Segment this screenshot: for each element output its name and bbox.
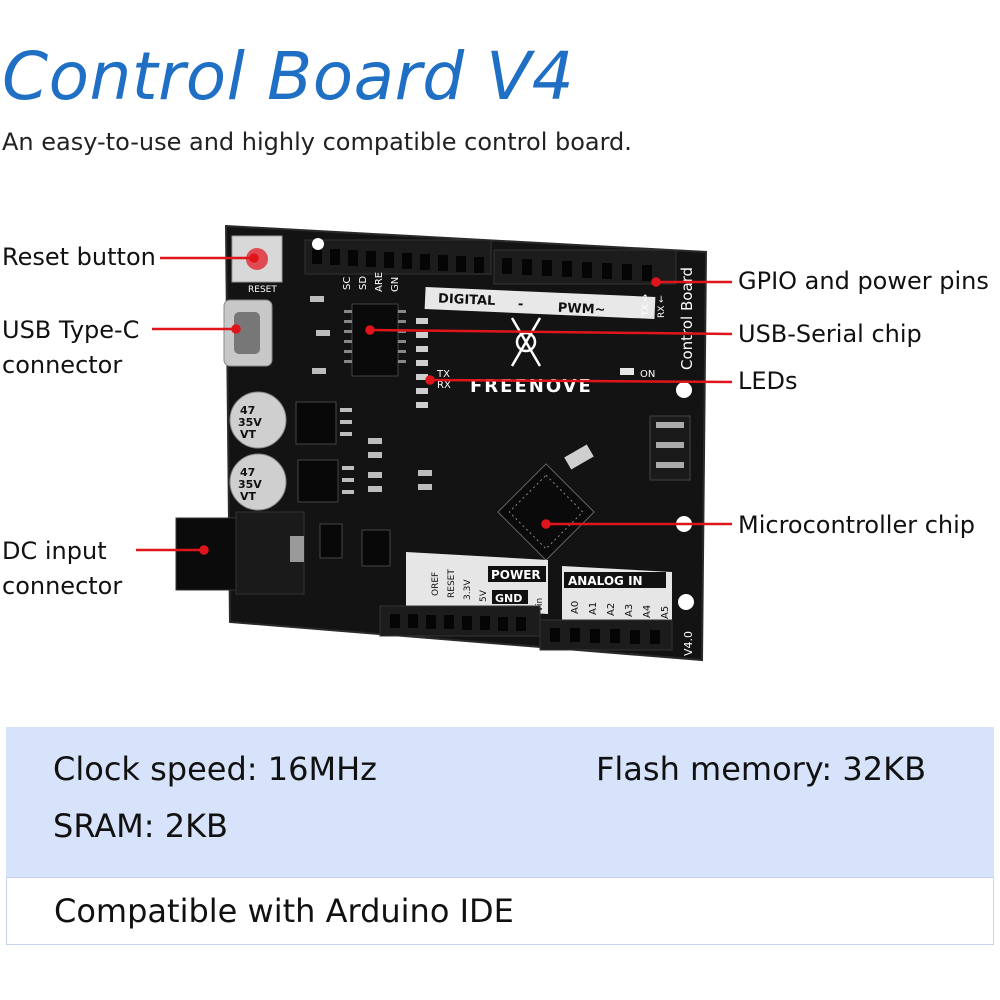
- version-label: V4.0: [682, 631, 695, 656]
- svg-text:47: 47: [240, 466, 255, 479]
- power-label-area: [406, 552, 548, 614]
- led-column: [416, 318, 428, 408]
- specs-panel: Clock speed: 16MHz Flash memory: 32KB SR…: [6, 727, 994, 877]
- dc-input-connector: [175, 511, 305, 595]
- svg-text:VT: VT: [240, 490, 257, 503]
- callout-usb-typec-line2: connector: [2, 351, 123, 379]
- board-diagram: SC SD ARE GN DIGITAL - PWM~ TX → RX ← Co…: [136, 224, 733, 662]
- mounting-hole: [678, 594, 694, 610]
- svg-text:Vin: Vin: [535, 598, 545, 612]
- small-ic: [361, 529, 391, 567]
- rx-arrow-label: RX ←: [657, 295, 667, 318]
- svg-text:A5: A5: [660, 606, 671, 619]
- digital-label: DIGITAL: [438, 292, 496, 309]
- svg-text:A1: A1: [588, 602, 599, 615]
- analog-label: ANALOG IN: [568, 574, 643, 588]
- callout-gpio-pins: GPIO and power pins: [738, 267, 989, 295]
- spec-sram: SRAM: 2KB: [53, 807, 228, 845]
- svg-text:A4: A4: [642, 605, 653, 618]
- tx-arrow-label: TX →: [641, 293, 651, 317]
- callout-reset-button: Reset button: [2, 243, 156, 271]
- top-pin-label: SD: [358, 276, 369, 290]
- svg-text:A3: A3: [624, 604, 635, 617]
- callout-usb-typec-line1: USB Type-C: [2, 316, 140, 344]
- board-pcb: [224, 224, 708, 662]
- capacitor-1: 47 35V VT: [229, 391, 287, 449]
- svg-text:A2: A2: [606, 603, 617, 616]
- top-pin-label: SC: [342, 277, 353, 290]
- icsp-header: [649, 415, 691, 481]
- mounting-hole: [312, 238, 324, 250]
- callout-lines: [136, 253, 733, 555]
- regulator-2: [297, 459, 339, 503]
- spec-clock-speed: Clock speed: 16MHz: [53, 750, 377, 788]
- board-name: Control Board: [678, 267, 696, 370]
- on-label: ON: [640, 369, 655, 380]
- freenove-logo: [510, 317, 542, 367]
- callout-microcontroller: Microcontroller chip: [738, 511, 976, 539]
- svg-text:A0: A0: [570, 601, 581, 614]
- spec-compatibility: Compatible with Arduino IDE: [54, 892, 514, 930]
- crystal: [564, 444, 594, 470]
- svg-text:35V: 35V: [238, 478, 262, 491]
- top-pin-label: ARE: [374, 272, 385, 292]
- gnd-label: GND: [495, 592, 522, 605]
- svg-text:47: 47: [240, 404, 255, 417]
- rx-label: RX: [437, 380, 451, 391]
- power-label: POWER: [491, 568, 541, 582]
- svg-text:OREF: OREF: [431, 572, 441, 596]
- page-title: Control Board V4: [2, 38, 575, 115]
- digital-dash: -: [518, 297, 524, 312]
- compatibility-panel: Compatible with Arduino IDE: [6, 877, 994, 945]
- on-led: [620, 368, 634, 375]
- callout-dc-input-line2: connector: [2, 572, 123, 600]
- power-pin-labels: OREF RESET 3.3V 5V Vin: [431, 569, 545, 612]
- top-pin-label: GN: [390, 277, 401, 292]
- svg-text:5V: 5V: [479, 589, 489, 602]
- regulator-1: [295, 401, 337, 445]
- mounting-hole: [676, 382, 692, 398]
- svg-text:VT: VT: [240, 428, 257, 441]
- usb-serial-chip: [351, 303, 399, 377]
- pwm-label: PWM~: [557, 301, 605, 318]
- capacitor-2: 47 35V VT: [229, 453, 287, 511]
- callout-leds: LEDs: [738, 367, 798, 395]
- svg-text:35V: 35V: [238, 416, 262, 429]
- callout-usb-serial: USB-Serial chip: [738, 320, 922, 348]
- small-ic-2: [319, 523, 343, 559]
- analog-pin-labels: A0 A1 A2 A3 A4 A5: [570, 601, 671, 619]
- svg-text:3.3V: 3.3V: [463, 579, 473, 600]
- microcontroller-chip: [497, 463, 595, 561]
- page-subtitle: An easy-to-use and highly compatible con…: [2, 128, 632, 156]
- callout-dc-input-line1: DC input: [2, 537, 107, 565]
- reset-label: RESET: [248, 285, 277, 295]
- spec-flash-memory: Flash memory: 32KB: [596, 750, 927, 788]
- top-pin-labels: SC SD ARE GN: [342, 272, 401, 292]
- power-header: [379, 605, 541, 637]
- digital-bar: [424, 286, 656, 320]
- tx-label: TX: [436, 369, 450, 380]
- svg-text:RESET: RESET: [447, 569, 457, 598]
